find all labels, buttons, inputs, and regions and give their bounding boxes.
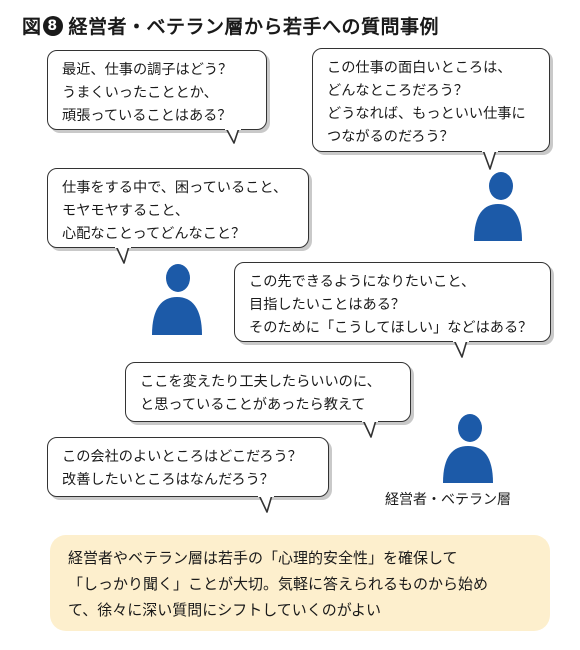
bubble-tail-5: [362, 419, 378, 438]
person-icon: [443, 414, 493, 483]
figure-number-badge: 8: [42, 15, 63, 36]
question-bubble-6: この会社のよいところはどこだろう？ 改善したいところはなんだろう？: [47, 437, 329, 497]
bubble-tail-2: [482, 149, 498, 170]
bubble-tail-4: [453, 339, 469, 358]
question-bubble-5: ここを変えたり工夫したらいいのに、 と思っていることがあったら教えて: [125, 362, 411, 422]
question-bubble-1: 最近、仕事の調子はどう？ うまくいったこととか、 頑張っていることはある？: [47, 50, 267, 130]
person-role-label: 経営者・ベテラン層: [385, 492, 511, 508]
question-bubble-4: この先できるようになりたいこと、 目指したいことはある？ そのために「こうしてほ…: [234, 262, 551, 342]
question-bubble-3: 仕事をする中で、困っていること、 モヤモヤすること、 心配なことってどんなこと？: [47, 168, 309, 248]
figure-title-prefix: 図: [22, 16, 42, 38]
question-bubble-2: この仕事の面白いところは、 どんなところだろう？ どうなれば、もっといい仕事に …: [312, 48, 550, 152]
bubble-tail-3: [115, 245, 131, 264]
bubble-tail-1: [225, 127, 241, 144]
bubble-tail-6: [258, 494, 274, 513]
summary-note: 経営者やベテラン層は若手の「心理的安全性」を確保して 「しっかり聞く」ことが大切…: [50, 535, 550, 631]
person-icon: [152, 264, 202, 335]
person-icon: [474, 172, 522, 241]
figure-title-text: 経営者・ベテラン層から若手への質問事例: [68, 16, 440, 38]
